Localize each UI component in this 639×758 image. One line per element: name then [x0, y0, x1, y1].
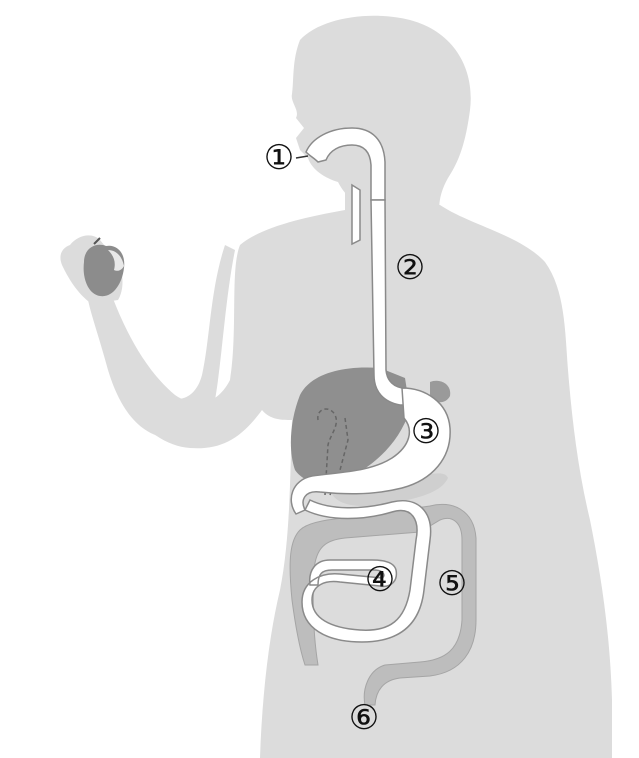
label-4-small-intestine: ④ — [360, 560, 400, 600]
label-3-stomach: ③ — [406, 412, 446, 452]
label-6-rectum-anus: ⑥ — [344, 698, 384, 738]
label-2-esophagus: ② — [390, 248, 430, 288]
label-1-mouth: ① — [259, 138, 299, 178]
label-5-large-intestine: ⑤ — [432, 564, 472, 604]
trachea — [352, 185, 360, 244]
